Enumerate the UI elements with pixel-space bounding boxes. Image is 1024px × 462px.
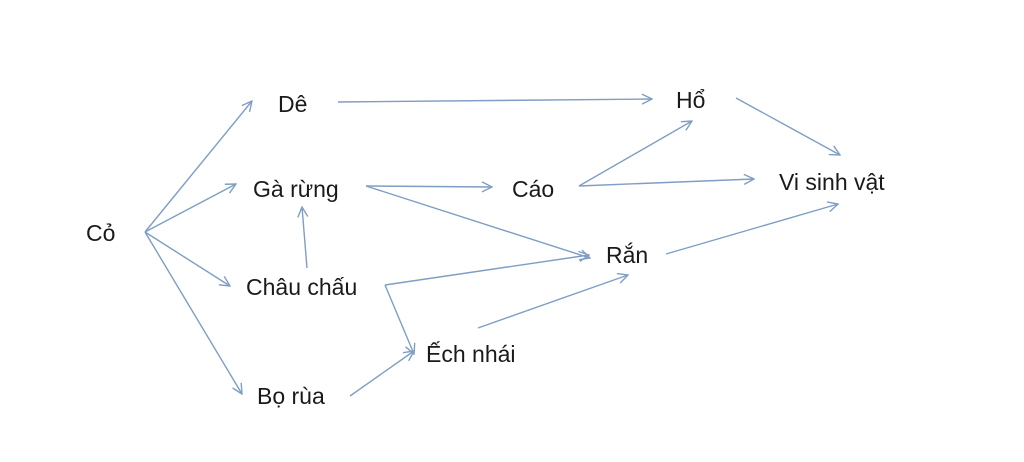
edge-de-to-ho <box>337 99 652 102</box>
edge-ga-rung-to-ran <box>365 185 590 258</box>
edge-co-to-chau-chau <box>144 231 230 286</box>
edge-co-to-bo-rua <box>144 231 242 394</box>
node-chau-chau: Châu chấu <box>246 274 357 300</box>
edge-bo-rua-to-ech-nhai <box>349 351 414 397</box>
edge-chau-chau-to-ga-rung <box>302 207 307 269</box>
edge-ga-rung-to-cao <box>365 186 492 187</box>
node-de: Dê <box>278 91 307 117</box>
edge-ran-to-vi-sinh-vat <box>665 204 838 255</box>
node-bo-rua: Bọ rùa <box>257 383 325 409</box>
edge-ho-to-vi-sinh-vat <box>735 97 840 155</box>
node-cao: Cáo <box>512 176 554 202</box>
node-ech-nhai: Ếch nhái <box>426 340 516 367</box>
node-ho: Hổ <box>676 87 705 113</box>
edges-layer <box>144 97 840 397</box>
node-vi-sinh-vat: Vi sinh vật <box>779 169 885 195</box>
edge-cao-to-ho <box>578 121 692 187</box>
edge-chau-chau-to-ran <box>384 255 589 286</box>
edge-ech-nhai-to-ran <box>477 275 628 329</box>
edge-cao-to-vi-sinh-vat <box>578 179 754 187</box>
node-co: Cỏ <box>86 220 115 246</box>
node-ga-rung: Gà rừng <box>253 176 339 202</box>
edge-co-to-de <box>144 101 252 233</box>
edge-co-to-ga-rung <box>144 184 236 233</box>
edge-chau-chau-to-ech-nhai <box>384 284 414 354</box>
node-ran: Rắn <box>606 242 648 268</box>
